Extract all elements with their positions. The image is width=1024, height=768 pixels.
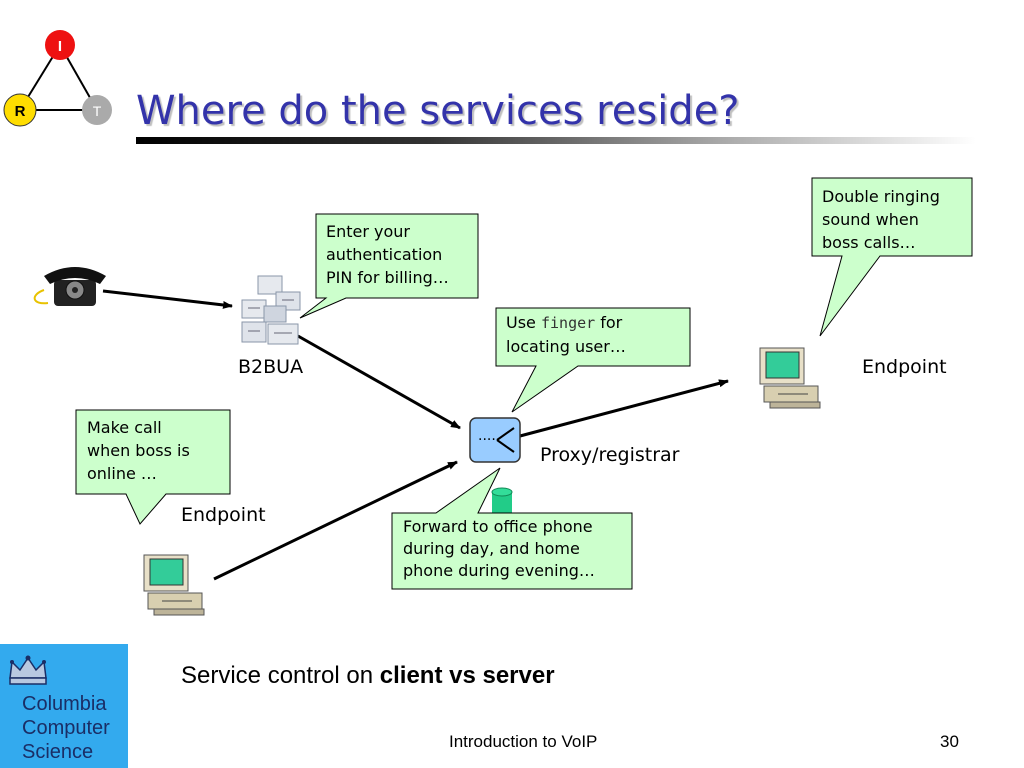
database-icon bbox=[491, 487, 513, 518]
endpoint-right-label: Endpoint bbox=[862, 356, 947, 378]
callout-boss-online bbox=[75, 409, 231, 525]
rit-logo: I R T bbox=[3, 30, 112, 127]
computer-icon-right bbox=[759, 347, 821, 409]
callout-forward-text: Forward to office phone during day, and … bbox=[403, 517, 595, 580]
callout-pin bbox=[299, 213, 479, 319]
callout-ringing bbox=[811, 177, 973, 337]
columbia-logo-text: Columbia Computer Science bbox=[22, 693, 110, 763]
svg-text:····: ···· bbox=[478, 432, 496, 448]
rit-node-i: I bbox=[45, 30, 75, 60]
crown-icon bbox=[9, 655, 47, 685]
slide-subtitle: Service control on client vs server bbox=[181, 662, 555, 689]
rit-node-r: R bbox=[3, 93, 37, 127]
slide-title: Where do the services reside? bbox=[136, 88, 740, 134]
arrow-phone-to-b2bua bbox=[102, 289, 233, 309]
arrow-endpoint-to-proxy bbox=[213, 460, 458, 581]
callout-forward bbox=[391, 467, 633, 590]
b2bua-label: B2BUA bbox=[238, 356, 304, 378]
server-icon bbox=[241, 275, 301, 345]
callout-boss-online-text: Make call when boss is online … bbox=[87, 418, 190, 483]
proxy-label: Proxy/registrar bbox=[540, 444, 680, 466]
telephone-icon bbox=[33, 267, 106, 306]
footer-text: Introduction to VoIP bbox=[449, 732, 598, 751]
rit-node-t: T bbox=[82, 95, 112, 125]
arrow-proxy-to-endpoint bbox=[519, 379, 729, 438]
computer-icon-left bbox=[143, 554, 205, 616]
title-underline bbox=[136, 137, 976, 144]
columbia-logo bbox=[0, 644, 128, 768]
callout-ringing-text: Double ringing sound when boss calls… bbox=[822, 187, 940, 252]
page-number: 30 bbox=[940, 732, 959, 751]
finger-command: finger bbox=[540, 314, 596, 332]
proxy-router-icon: ···· bbox=[469, 417, 521, 463]
callout-finger bbox=[495, 307, 691, 413]
arrow-b2bua-to-proxy bbox=[297, 334, 461, 430]
svg-text:R: R bbox=[15, 103, 26, 120]
svg-text:I: I bbox=[58, 38, 62, 55]
endpoint-left-label: Endpoint bbox=[181, 504, 266, 526]
callout-finger-text: Use finger for locating user… bbox=[506, 313, 626, 356]
callout-pin-text: Enter your authentication PIN for billin… bbox=[326, 222, 449, 287]
svg-text:T: T bbox=[93, 103, 102, 119]
